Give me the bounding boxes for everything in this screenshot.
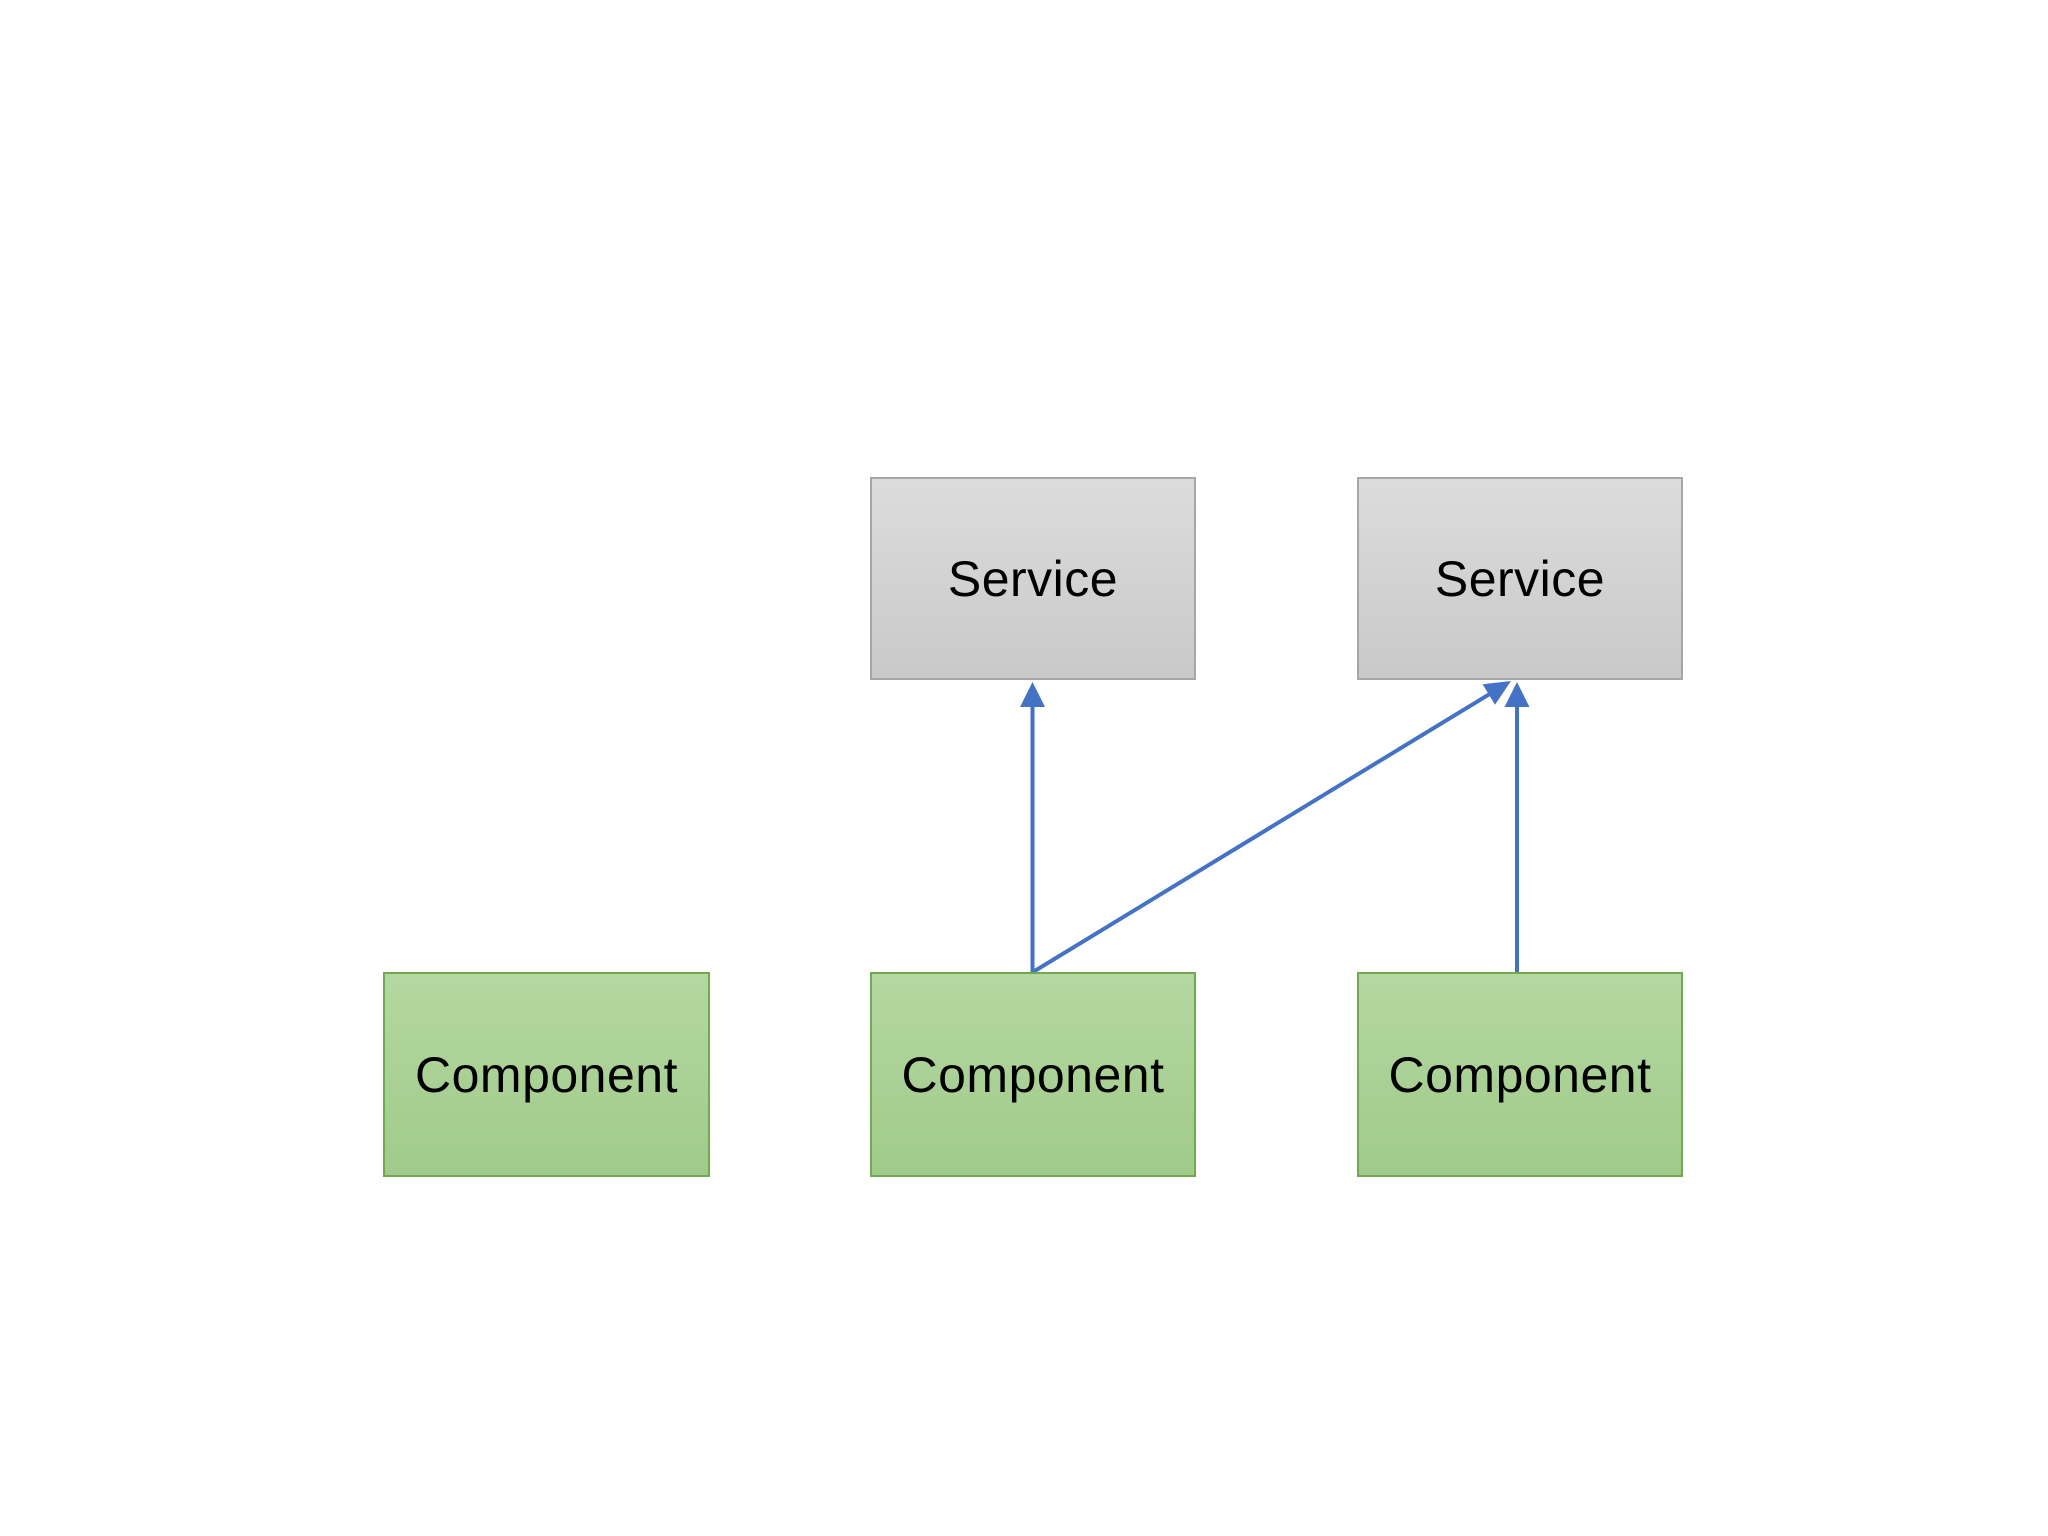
component-box-1-label: Component — [415, 1046, 678, 1103]
component-box-2-label: Component — [901, 1046, 1165, 1103]
arrow-component2-to-service1 — [1020, 682, 1045, 972]
component-box-2: Component — [870, 972, 1196, 1177]
arrow-component3-to-service2 — [1504, 682, 1530, 972]
arrow-component2-to-service2 — [1031, 681, 1511, 974]
service-box-2-label: Service — [1434, 550, 1606, 607]
service-box-1-label: Service — [947, 550, 1119, 607]
component-box-3: Component — [1357, 972, 1683, 1177]
arrow-shaft — [1031, 689, 1495, 974]
arrowhead-icon — [1020, 682, 1045, 707]
arrowhead-icon — [1504, 682, 1530, 707]
arrowhead-icon — [1482, 681, 1511, 705]
service-box-1: Service — [870, 477, 1196, 680]
component-box-1: Component — [383, 972, 710, 1177]
component-box-3-label: Component — [1388, 1046, 1652, 1103]
service-box-2: Service — [1357, 477, 1683, 680]
